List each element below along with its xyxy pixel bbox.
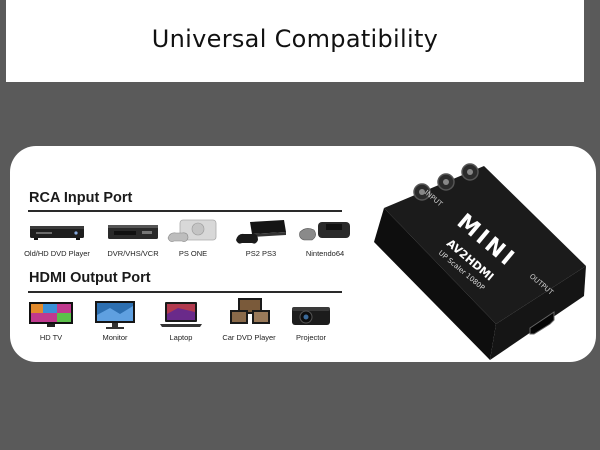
compatibility-card: RCA Input Port Old/HD DVD Player DVR/VHS… xyxy=(10,146,596,362)
device-nintendo64: Nintendo64 xyxy=(286,218,364,258)
hdtv-icon xyxy=(29,302,73,327)
device-label: HD TV xyxy=(39,333,63,342)
device-label: DVR/VHS/VCR xyxy=(107,249,159,258)
header-banner: Universal Compatibility xyxy=(6,0,584,82)
device-car-dvd-player: Car DVD Player xyxy=(210,296,288,342)
rca-divider xyxy=(28,210,342,212)
device-laptop: Laptop xyxy=(142,300,220,342)
device-monitor: Monitor xyxy=(76,300,154,342)
nintendo64-icon xyxy=(299,222,350,241)
dvd-player-icon xyxy=(30,226,84,240)
vcr-icon xyxy=(108,225,158,239)
device-hdtv: HD TV xyxy=(12,300,90,342)
device-label: PS2 PS3 xyxy=(245,249,277,258)
rca-section-title: RCA Input Port xyxy=(29,190,133,206)
device-ps-one: PS ONE xyxy=(154,218,232,258)
adapter-box-illustration: MINI AV2HDMI UP Scaler 1080P INPUT OUTPU… xyxy=(374,163,586,360)
monitor-icon xyxy=(95,301,135,329)
hdmi-section-title: HDMI Output Port xyxy=(29,270,151,286)
ps2-ps3-icon xyxy=(236,220,286,244)
device-label: Projector xyxy=(295,333,326,342)
device-label: Monitor xyxy=(102,333,128,342)
device-dvd-player: Old/HD DVD Player xyxy=(18,220,96,258)
car-dvd-player-icon xyxy=(230,298,270,324)
device-ps2-ps3: PS2 PS3 xyxy=(222,218,300,258)
device-label: Nintendo64 xyxy=(305,249,345,258)
device-vcr: DVR/VHS/VCR xyxy=(94,220,172,258)
device-label: Car DVD Player xyxy=(222,333,276,342)
ps-one-icon xyxy=(167,219,217,242)
page-title: Universal Compatibility xyxy=(151,25,439,53)
projector-icon xyxy=(292,307,330,325)
av2hdmi-adapter: MINI AV2HDMI UP Scaler 1080P INPUT OUTPU… xyxy=(340,146,596,362)
laptop-icon xyxy=(160,302,202,327)
device-projector: Projector xyxy=(272,302,350,342)
device-label: PS ONE xyxy=(178,249,208,258)
hdmi-divider xyxy=(28,291,342,293)
device-label: Old/HD DVD Player xyxy=(24,249,90,258)
device-label: Laptop xyxy=(169,333,193,342)
